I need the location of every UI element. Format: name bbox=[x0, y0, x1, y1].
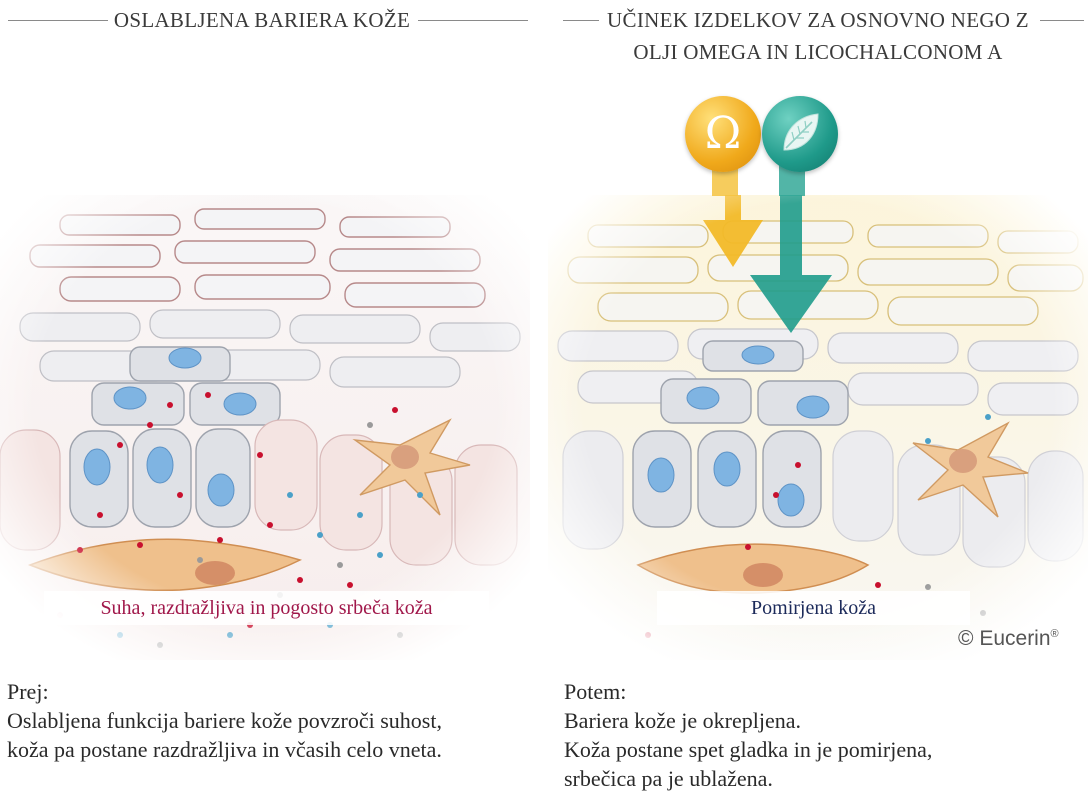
after-line2: Koža postane spet gladka in je pomirjena… bbox=[564, 737, 933, 762]
left-caption-text: Suha, razdražljiva in pogosto srbeča kož… bbox=[100, 597, 433, 619]
before-heading: Prej: bbox=[7, 679, 49, 704]
before-line2: koža pa postane razdražljiva in včasih c… bbox=[7, 737, 442, 762]
right-title-rule-left bbox=[563, 20, 599, 21]
before-description: Prej: Oslabljena funkcija bariere kože p… bbox=[7, 677, 442, 764]
right-panel-title-line1: UČINEK IZDELKOV ZA OSNOVNO NEGO Z bbox=[607, 8, 1029, 32]
omega-symbol: Ω bbox=[704, 108, 742, 159]
leaf-glyph bbox=[783, 113, 819, 151]
before-line1: Oslabljena funkcija bariere kože povzroč… bbox=[7, 708, 442, 733]
left-title-rule-right bbox=[418, 20, 528, 21]
right-caption-text: Pomirjena koža bbox=[751, 597, 876, 619]
after-line1: Bariera kože je okrepljena. bbox=[564, 708, 801, 733]
leaf-icon bbox=[762, 96, 838, 172]
left-caption: Suha, razdražljiva in pogosto srbeča kož… bbox=[44, 591, 489, 625]
copyright-symbol: © bbox=[958, 627, 974, 650]
omega-icon: Ω bbox=[685, 96, 761, 172]
after-heading: Potem: bbox=[564, 679, 627, 704]
after-description: Potem: Bariera kože je okrepljena. Koža … bbox=[564, 677, 932, 793]
right-panel-title-line2: OLJI OMEGA IN LICOCHALCONOM A bbox=[633, 40, 1003, 64]
brand-name: Eucerin bbox=[979, 627, 1051, 650]
left-title-rule-left bbox=[8, 20, 108, 21]
left-panel-title: OSLABLJENA BARIERA KOŽE bbox=[113, 8, 411, 32]
right-title-rule-right bbox=[1040, 20, 1084, 21]
after-line3: srbečica pa je ublažena. bbox=[564, 766, 773, 791]
right-skin-illustration bbox=[548, 195, 1088, 660]
left-skin-illustration bbox=[0, 195, 530, 660]
registered-mark: ® bbox=[1050, 628, 1059, 640]
eucerin-copyright: © Eucerin® bbox=[958, 627, 1059, 651]
right-caption: Pomirjena koža bbox=[657, 591, 970, 625]
